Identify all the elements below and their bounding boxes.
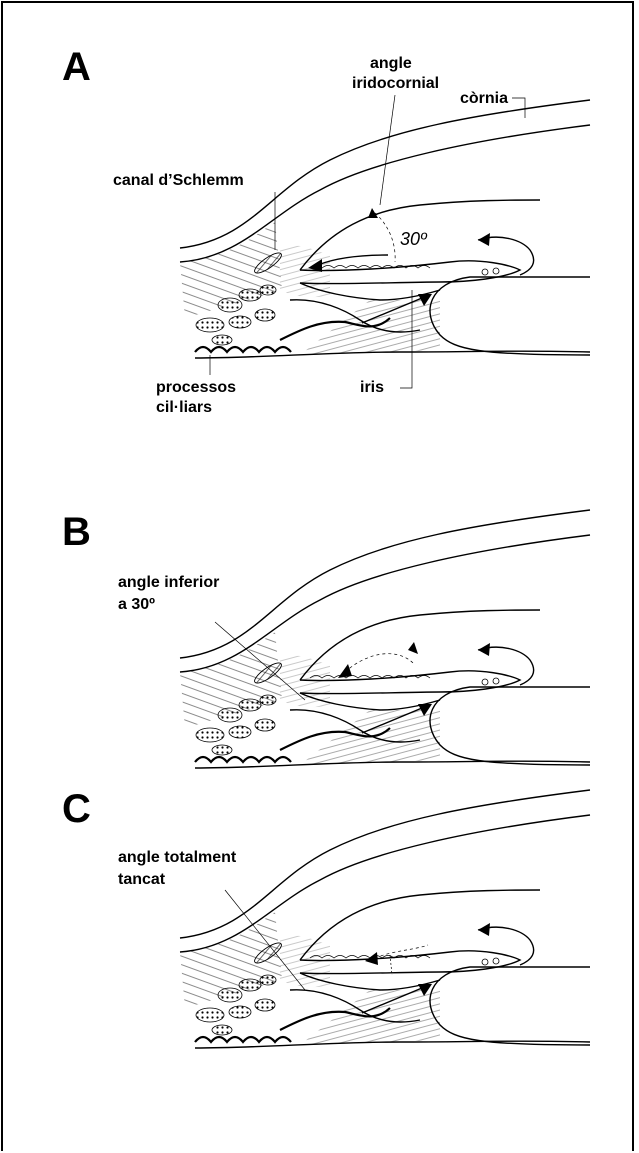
cornea-label: còrnia <box>460 90 508 107</box>
panel-b: B angle inferior a 30º <box>62 510 590 768</box>
panel-b-eye-illustration <box>180 510 590 768</box>
panel-c-label-line2: tancat <box>118 871 166 888</box>
panel-c-angle-arc <box>375 945 428 958</box>
panel-letter-b: B <box>62 510 91 554</box>
angle-leader-line <box>380 95 395 205</box>
panel-letter-a: A <box>62 45 91 89</box>
angle-label-line1: angle <box>370 55 412 72</box>
iris-label: iris <box>360 379 384 396</box>
panel-a: A 30º angle iridocornial còrnia canal d’… <box>62 45 590 416</box>
panel-c: C angle totalment tancat <box>62 787 590 1048</box>
angle-label-line2: iridocornial <box>352 75 439 92</box>
panel-c-label-line1: angle totalment <box>118 849 237 866</box>
cornea-leader-line <box>512 98 525 118</box>
schlemm-label: canal d’Schlemm <box>113 172 244 189</box>
panel-b-angle-arc <box>345 654 415 672</box>
panel-letter-c: C <box>62 787 91 831</box>
angle-degree-label: 30º <box>400 229 428 249</box>
panel-b-label-line1: angle inferior <box>118 574 219 591</box>
ciliary-label-line2: cil·liars <box>156 399 212 416</box>
panel-c-eye-illustration <box>180 790 590 1048</box>
panel-a-eye-illustration <box>180 100 590 358</box>
ciliary-label-line1: processos <box>156 379 236 396</box>
panel-b-label-line2: a 30º <box>118 596 155 613</box>
